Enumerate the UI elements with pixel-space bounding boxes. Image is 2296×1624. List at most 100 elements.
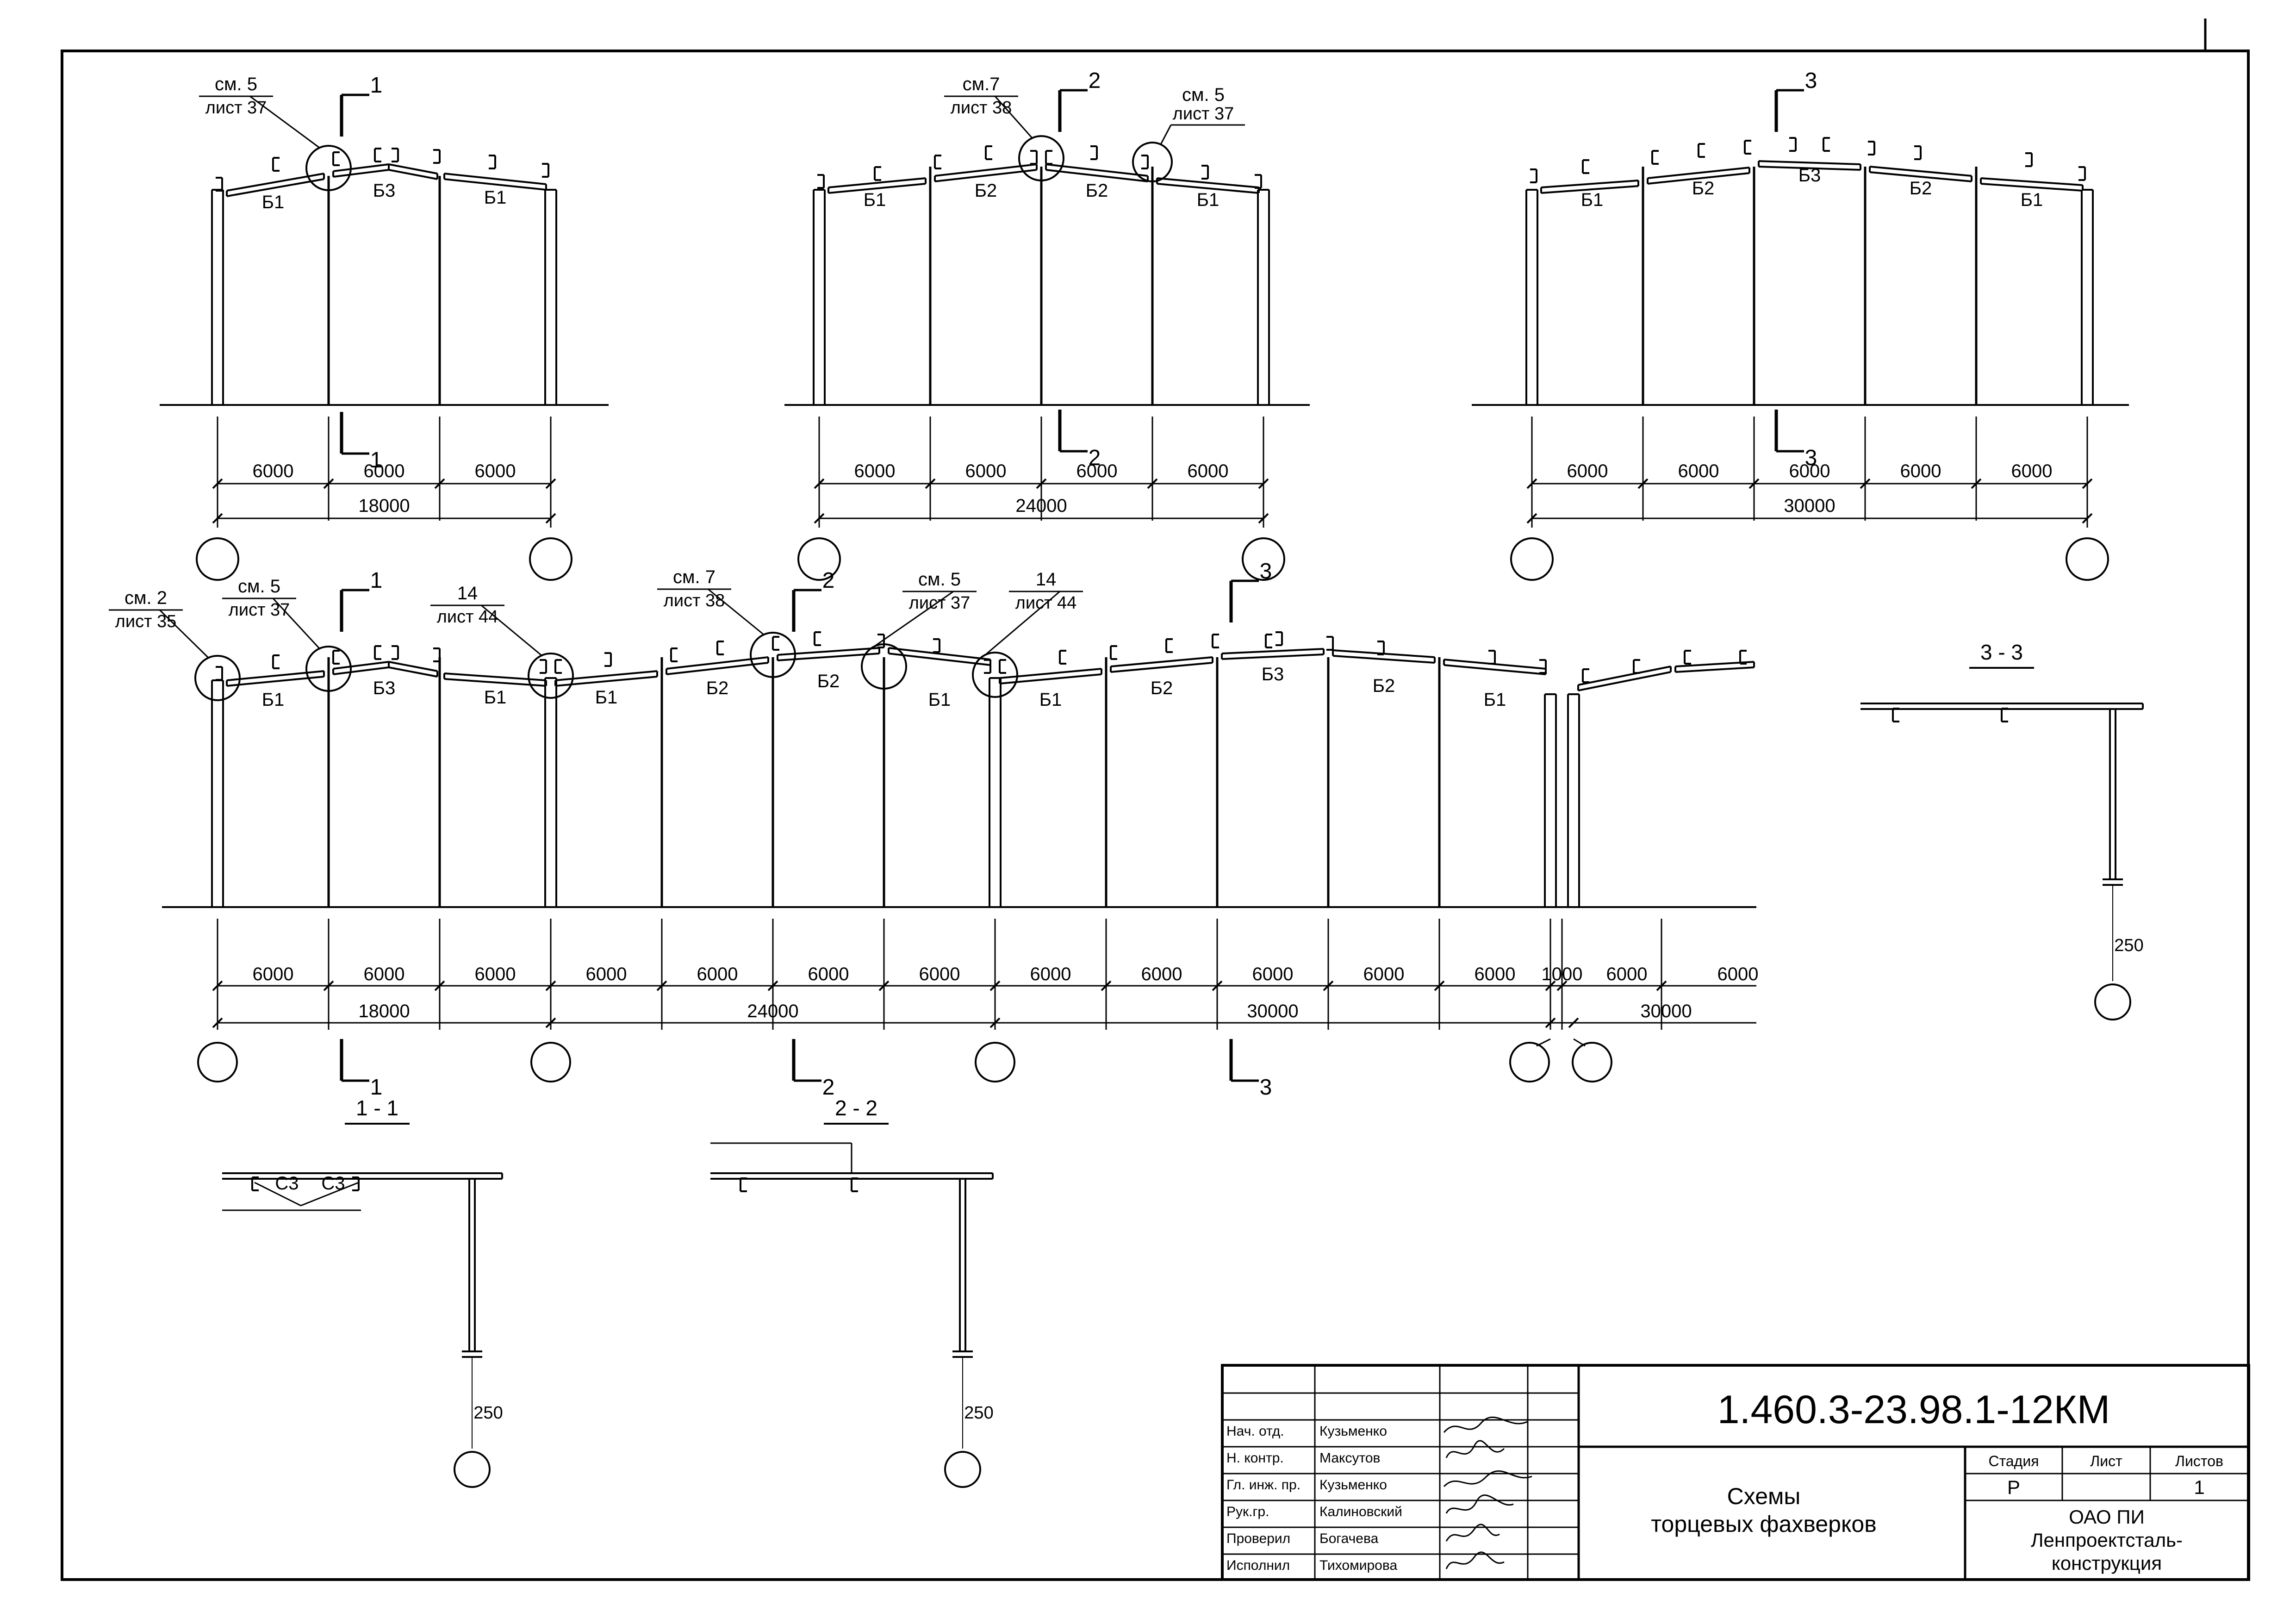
callout-leader <box>985 591 1060 655</box>
callout-sheet: лист 44 <box>1015 593 1077 613</box>
callout-sheet: лист 44 <box>437 607 498 627</box>
dimension-label: 6000 <box>1188 461 1229 481</box>
section-label: 1 <box>370 73 383 98</box>
axis-marker-circle <box>2066 537 2109 581</box>
beam <box>1758 160 1861 165</box>
dimension-tick <box>989 1017 1001 1028</box>
dimension-tick <box>323 478 334 489</box>
drawing-label: Б2 <box>975 180 997 201</box>
person-name: Тихомирова <box>1319 1558 1397 1573</box>
section-label: 3 <box>1805 446 1817 470</box>
beam <box>226 670 324 681</box>
beam <box>1541 180 1639 188</box>
dimension-tick <box>814 478 825 489</box>
callout-ref: 14 <box>1036 569 1057 590</box>
callout-ref: см. 5 <box>238 576 280 597</box>
organization-line3: конструкция <box>2052 1552 2162 1574</box>
dimension-tick <box>434 478 445 489</box>
beam <box>666 662 769 675</box>
axis-marker-circle <box>1510 537 1554 581</box>
beam <box>1578 666 1671 686</box>
beam <box>1045 169 1148 182</box>
dimension-label: 6000 <box>697 964 738 984</box>
dimension-label: 6000 <box>965 461 1007 481</box>
axis-marker-circle <box>944 1451 981 1488</box>
callout-leader <box>159 609 209 659</box>
drawing-title-line1: Схемы <box>1727 1483 1801 1509</box>
dimension-label: 6000 <box>1900 461 1941 481</box>
dimension-tick <box>925 478 936 489</box>
drawing-label: Б1 <box>864 190 886 210</box>
dimension-label: 6000 <box>1789 461 1830 481</box>
dimension-label: 6000 <box>1606 964 1648 984</box>
detail-callout-circle <box>305 646 352 692</box>
doc-code: 1.460.3-23.98.1-12КМ <box>1717 1388 2110 1432</box>
drawing-label: Б3 <box>1798 165 1821 186</box>
section-label: 2 <box>822 568 835 593</box>
role-label: Рук.гр. <box>1226 1504 1269 1519</box>
axis-marker-circle <box>975 1042 1015 1083</box>
dimension-tick <box>1036 478 1047 489</box>
dimension-label: 6000 <box>1252 964 1294 984</box>
dimension-label: 6000 <box>1363 964 1405 984</box>
beam-label: Б1 <box>595 687 618 708</box>
dimension-label: 250 <box>964 1403 993 1423</box>
dimension-tick <box>1568 1017 1579 1028</box>
callout-leader <box>994 96 1033 138</box>
section-label: 2 <box>822 1075 835 1100</box>
organization-line1: ОАО ПИ <box>2069 1506 2145 1528</box>
beam <box>226 178 324 197</box>
beam-label: Б1 <box>1039 690 1062 710</box>
axis-marker-circle <box>196 537 239 581</box>
drawing-title-line2: торцевых фахверков <box>1651 1511 1877 1537</box>
beam <box>1869 171 1972 182</box>
dimension-tick <box>545 1017 556 1028</box>
beam-label: Б2 <box>706 678 729 698</box>
dimension-label: 1000 <box>1542 964 1583 984</box>
callout-ref: см. 2 <box>124 588 167 608</box>
dimension-tick <box>1748 478 1760 489</box>
dimension-label: 6000 <box>475 964 516 984</box>
signatures <box>1443 1416 1532 1569</box>
section-label: 2 <box>1089 446 1101 470</box>
axis-marker-circle <box>797 537 841 581</box>
dimension-label: 250 <box>473 1403 503 1423</box>
drawing-label: Б1 <box>262 192 285 212</box>
dimension-tick <box>1860 478 1871 489</box>
sheet-header: Лист <box>2090 1453 2122 1469</box>
dimension-tick <box>1434 980 1445 991</box>
person-name: Кузьменко <box>1319 1477 1387 1493</box>
dimension-label: 6000 <box>1567 461 1608 481</box>
brace-label: С3 <box>275 1173 299 1194</box>
person-name: Максутов <box>1319 1450 1381 1466</box>
dimension-label: 24000 <box>747 1001 798 1021</box>
beam <box>444 678 547 687</box>
beam-label: Б3 <box>373 678 396 698</box>
dimension-tick <box>1971 478 1982 489</box>
detail-callout-circle <box>972 652 1018 698</box>
dimension-tick <box>212 980 223 991</box>
callout-leader <box>249 95 320 149</box>
dimension-tick <box>1323 980 1334 991</box>
dimension-tick <box>1656 980 1667 991</box>
dimension-label: 6000 <box>364 964 405 984</box>
dimension-tick <box>212 1017 223 1028</box>
dimension-label: 6000 <box>2011 461 2053 481</box>
dimension-tick <box>1212 980 1223 991</box>
beam <box>828 183 926 194</box>
dimension-label: 6000 <box>586 964 627 984</box>
beam <box>1110 656 1213 667</box>
callout-ref: см.7 <box>963 74 1000 94</box>
detail-callout-circle <box>1018 135 1064 181</box>
beam <box>1332 655 1435 664</box>
beam <box>388 163 438 174</box>
dimension-tick <box>434 980 445 991</box>
beam <box>1647 167 1750 179</box>
callout-ref: см. 7 <box>673 567 716 587</box>
section-label: 3 <box>1260 559 1272 584</box>
beam <box>934 169 1037 182</box>
section-title: 3 - 3 <box>1980 640 2023 664</box>
axis-marker-circle <box>1572 1042 1612 1083</box>
section-label: 1 <box>370 568 383 593</box>
